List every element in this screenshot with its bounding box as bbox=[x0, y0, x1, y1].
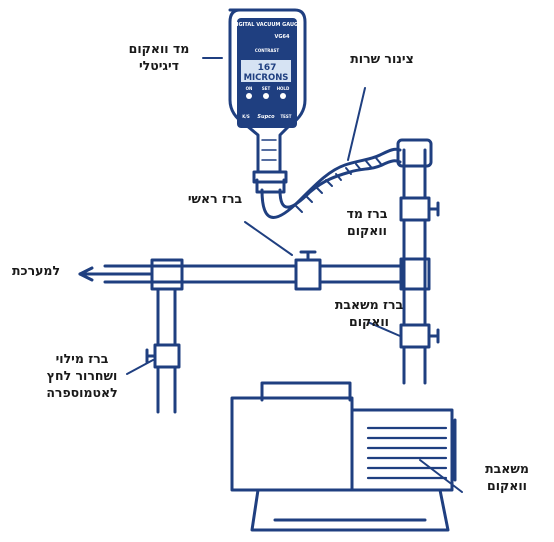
label-main-valve-line-1: ברז ראשי bbox=[187, 191, 243, 206]
gauge-footer-left: K/S bbox=[242, 114, 250, 119]
label-pump-valve-line-1: ברז משאבת bbox=[334, 297, 404, 312]
gauge-footer-brand: Supco bbox=[257, 114, 275, 120]
label-to-system: למערכת bbox=[6, 262, 66, 279]
label-gauge-valve-line-1: ברז מד bbox=[346, 206, 388, 221]
label-gauge-valve-line-2: וואקום bbox=[347, 223, 387, 238]
label-fill-valve-line-3: לאטמוספרה bbox=[46, 385, 118, 400]
label-fill-valve-line-2: ושחרור לחץ bbox=[46, 368, 118, 383]
gauge-reading-value: 167 bbox=[258, 63, 277, 73]
gauge-brand-title: DIGITAL VACUUM GAUGE bbox=[232, 22, 302, 28]
label-digital-gauge-line-2: דיגיטלי bbox=[138, 58, 180, 73]
gauge-footer-right: TEST bbox=[280, 114, 291, 119]
vacuum-pump bbox=[230, 381, 457, 532]
label-vacuum-pump: משאבת וואקום bbox=[474, 460, 540, 494]
label-pump-valve: ברז משאבת וואקום bbox=[330, 296, 408, 330]
label-pointers bbox=[126, 57, 463, 493]
main-valve bbox=[294, 250, 322, 291]
left-tee-fitting bbox=[150, 258, 184, 291]
main-horizontal-pipe bbox=[103, 264, 406, 284]
label-fill-valve: ברז מילוי ושחרור לחץ לאטמוספרה bbox=[40, 350, 124, 401]
label-to-system-line-1: למערכת bbox=[11, 263, 61, 278]
label-vacuum-pump-line-2: וואקום bbox=[487, 478, 527, 493]
gauge-reading-unit: MICRONS bbox=[244, 73, 289, 83]
top-elbow-fitting bbox=[396, 138, 433, 168]
label-service-hose: צינור שרות bbox=[342, 50, 422, 67]
service-hose bbox=[252, 147, 402, 219]
label-pump-valve-line-2: וואקום bbox=[349, 314, 389, 329]
arrow-to-system bbox=[78, 266, 152, 282]
fill-valve bbox=[145, 343, 181, 369]
label-digital-gauge: מד וואקום דיגיטלי bbox=[118, 40, 200, 74]
label-digital-gauge-line-1: מד וואקום bbox=[128, 41, 190, 56]
gauge-model: VG64 bbox=[275, 34, 290, 40]
label-vacuum-pump-line-1: משאבת bbox=[485, 461, 529, 476]
label-fill-valve-line-1: ברז מילוי bbox=[55, 351, 109, 366]
label-main-valve: ברז ראשי bbox=[178, 190, 252, 207]
label-service-hose-line-1: צינור שרות bbox=[350, 51, 414, 66]
gauge-button-hold-label: HOLD bbox=[277, 86, 290, 91]
gauge-button-set-label: SET bbox=[262, 86, 271, 91]
gauge-valve bbox=[399, 196, 440, 222]
gauge-button-on-label: ON bbox=[246, 86, 253, 91]
gauge-contrast-label: CONTRAST bbox=[255, 48, 279, 53]
digital-vacuum-gauge bbox=[228, 8, 307, 174]
label-gauge-valve: ברז מד וואקום bbox=[336, 205, 398, 239]
right-tee-fitting bbox=[399, 257, 431, 291]
